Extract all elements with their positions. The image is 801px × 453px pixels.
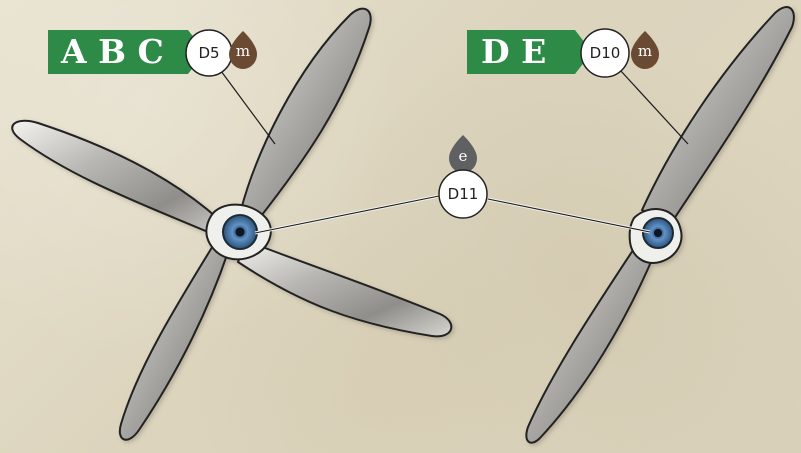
callout-d10: D10 m xyxy=(580,28,659,78)
drop-icon-m-right-text: m xyxy=(638,42,652,60)
banner-de: D E xyxy=(467,30,592,74)
left-propeller-hub-center xyxy=(235,227,245,237)
drop-icon-e-center-text: e xyxy=(459,147,468,165)
drop-icon-e-center xyxy=(449,135,477,173)
banner-de-text: D E xyxy=(481,32,546,71)
banner-abc: A B C xyxy=(48,30,205,74)
left-propeller-blade-right xyxy=(236,239,453,338)
right-propeller-blade-bottom xyxy=(525,239,656,444)
left-propeller xyxy=(11,7,453,441)
right-propeller-hub-center xyxy=(654,229,662,237)
banner-de-shape xyxy=(467,30,592,74)
callout-d5-label: D5 xyxy=(198,44,219,62)
right-propeller xyxy=(525,6,795,444)
drop-icon-m-right xyxy=(631,31,659,69)
banner-abc-text: A B C xyxy=(60,32,164,71)
banner-abc-shape xyxy=(48,30,205,74)
right-propeller-blade-top xyxy=(640,6,795,227)
callout-d10-circle xyxy=(580,28,630,78)
left-propeller-blade-bottom xyxy=(118,234,230,441)
leader-line-d5 xyxy=(220,70,276,145)
drop-icon-m-left xyxy=(229,31,257,69)
leader-line-d11-right-dark xyxy=(487,198,651,233)
leader-line-d10 xyxy=(619,69,689,145)
callout-d11-label: D11 xyxy=(448,185,479,203)
callout-d11-circle xyxy=(438,169,488,219)
callout-d11: e D11 xyxy=(438,135,488,219)
left-propeller-blade-top xyxy=(239,7,372,222)
left-propeller-blade-left xyxy=(11,119,232,242)
callout-d5: D5 m xyxy=(185,29,257,77)
callout-d10-label: D10 xyxy=(590,44,621,62)
leader-line-d11-left-dark xyxy=(254,195,440,234)
drop-icon-m-left-text: m xyxy=(236,42,250,60)
